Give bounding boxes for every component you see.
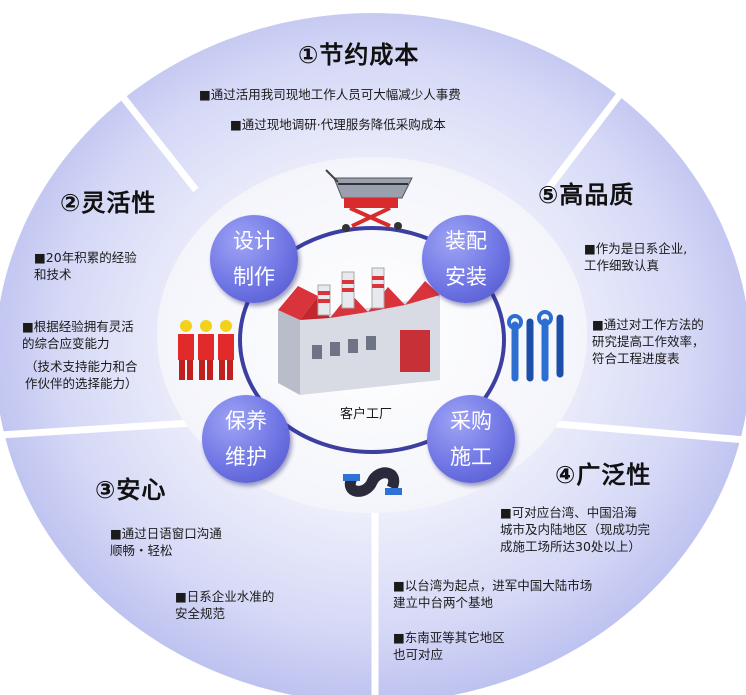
segment-title-flexibility: ②灵活性 (60, 189, 157, 217)
pipe-icon (343, 467, 402, 497)
cost-item-1: ■通过活用我司现地工作人员可大幅减少人事费 (199, 87, 461, 102)
segment-title-quality: ⑤高品质 (538, 181, 635, 209)
coverage-item-1: ■可对应台湾、中国沿海 城市及内陆地区（现成功完 成施工场所达30处以上） (500, 505, 651, 554)
bubble-assembly-line-1: 装配 (445, 229, 487, 253)
safety-item-1: ■通过日语窗口沟通 顺畅・轻松 (110, 526, 222, 558)
bubble-procurement-line-2: 施工 (450, 445, 492, 469)
flexibility-item-1: ■20年积累的经验 和技术 (34, 250, 137, 282)
cart-icon (325, 169, 413, 232)
bubble-design: 设计 制作 (210, 215, 298, 303)
cost-item-2: ■通过现地调研·代理服务降低采购成本 (230, 117, 446, 132)
center-factory-label: 客户工厂 (340, 407, 393, 422)
bubble-procurement: 采购 施工 (427, 395, 515, 483)
bubble-assembly-line-2: 安装 (445, 265, 487, 289)
tools-icon (507, 310, 564, 382)
bubble-procurement-line-1: 采购 (450, 409, 492, 433)
coverage-item-3: ■东南亚等其它地区 也可对应 (393, 630, 505, 662)
segment-title-safety: ③安心 (95, 476, 167, 504)
workers-icon (178, 320, 234, 380)
segment-dividers (0, 65, 746, 695)
inner-ring (238, 226, 506, 454)
bubble-assembly: 装配 安装 (422, 215, 510, 303)
bubble-maintenance: 保养 维护 (202, 395, 290, 483)
bubble-design-line-1: 设计 (233, 229, 275, 253)
bubble-design-line-2: 制作 (233, 265, 275, 289)
segment-title-cost: ①节约成本 (298, 41, 420, 69)
flexibility-item-3: （技术支持能力和合 作伙伴的选择能力） (25, 359, 138, 391)
segment-title-coverage: ④广泛性 (555, 461, 652, 489)
flexibility-item-2: ■根据经验拥有灵活 的综合应变能力 (22, 319, 134, 351)
bubble-maintenance-line-1: 保养 (225, 409, 267, 433)
quality-item-2: ■通过对工作方法的 研究提高工作效率， 符合工程进度表 (592, 317, 705, 366)
bubble-maintenance-line-2: 维护 (225, 445, 267, 469)
coverage-item-2: ■以台湾为起点，进军中国大陆市场 建立中台两个基地 (393, 578, 593, 610)
safety-item-2: ■日系企业水准的 安全规范 (175, 589, 275, 621)
quality-item-1: ■作为是日系企业, 工作细致认真 (584, 241, 688, 273)
